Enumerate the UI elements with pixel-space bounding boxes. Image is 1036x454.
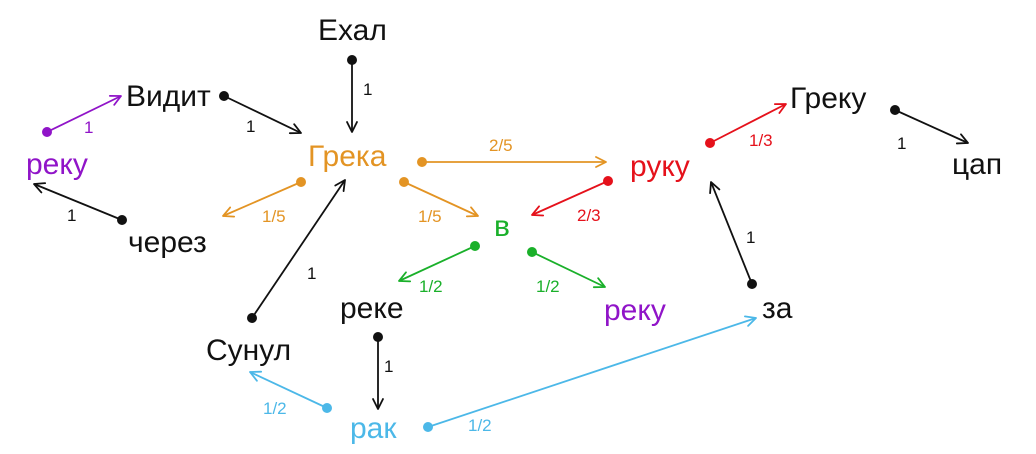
- word-node-greku: Греку: [790, 82, 866, 115]
- edge-za-to-ruku: 1: [709, 181, 757, 289]
- word-node-ruku: руку: [630, 150, 690, 183]
- edge-start-dot: [322, 403, 332, 413]
- edge-weight-label: 1: [363, 80, 372, 99]
- edge-arrow: [46, 94, 122, 133]
- edge-start-dot: [423, 422, 433, 432]
- edge-start-dot: [890, 105, 900, 115]
- word-node-za: за: [762, 292, 793, 325]
- edge-weight-label: 1/5: [418, 207, 442, 226]
- edge-ruku-to-greku: 1/3: [705, 103, 787, 150]
- word-node-reku-purple-left: реку: [26, 148, 88, 181]
- edge-arrow: [427, 315, 757, 428]
- edge-weight-label: 1/3: [749, 131, 773, 150]
- edge-arrow: [894, 109, 969, 145]
- edge-arrow: [222, 181, 302, 218]
- edge-start-dot: [705, 138, 715, 148]
- edge-weight-label: 1/5: [262, 207, 286, 226]
- edge-start-dot: [470, 241, 480, 251]
- edge-v-to-reku_purple_right: 1/2: [527, 247, 606, 296]
- edge-start-dot: [42, 127, 52, 137]
- edge-start-dot: [373, 332, 383, 342]
- edge-weight-label: 1: [384, 357, 393, 376]
- edge-rak-to-za: 1/2: [423, 315, 757, 435]
- edge-start-dot: [219, 91, 229, 101]
- edge-weight-label: 1: [897, 134, 906, 153]
- edge-weight-label: 1/2: [263, 399, 287, 418]
- edge-ruku-to-v: 2/3: [531, 176, 613, 225]
- edge-start-dot: [117, 215, 127, 225]
- edge-greku-to-tsap: 1: [890, 105, 969, 153]
- word-node-reku-purple-right: реку: [604, 294, 666, 327]
- edge-start-dot: [417, 157, 427, 167]
- edge-arrow: [33, 182, 123, 221]
- edge-arrow: [223, 95, 302, 135]
- edge-reku_purple_left-to-vidit: 1: [42, 94, 122, 137]
- edge-greka-to-ruku: 2/5: [417, 136, 607, 168]
- edge-start-dot: [747, 279, 757, 289]
- edge-weight-label: 1: [84, 118, 93, 137]
- edge-weight-label: 1/2: [419, 277, 443, 296]
- word-node-greka: Грека: [308, 140, 387, 173]
- edge-start-dot: [296, 177, 306, 187]
- word-node-ehal: Ехал: [318, 14, 387, 47]
- edge-arrow: [403, 181, 479, 218]
- edge-greka-to-v: 1/5: [399, 177, 479, 226]
- word-node-rak: рак: [350, 412, 397, 445]
- edge-sunul-to-greka: 1: [247, 179, 346, 323]
- edge-weight-label: 2/3: [577, 206, 601, 225]
- word-node-tsap: цап: [952, 148, 1002, 181]
- edge-weight-label: 2/5: [489, 136, 513, 155]
- word-node-sunul: Сунул: [206, 334, 291, 367]
- edge-weight-label: 1/2: [468, 416, 492, 435]
- edge-start-dot: [347, 55, 357, 65]
- edge-ehal-to-greka: 1: [346, 55, 372, 133]
- edge-greka-to-cherez: 1/5: [222, 177, 306, 226]
- edge-weight-label: 1: [246, 117, 255, 136]
- edge-weight-label: 1: [67, 206, 76, 225]
- edge-start-dot: [527, 247, 537, 257]
- edge-arrow: [709, 181, 753, 285]
- edge-start-dot: [247, 313, 257, 323]
- edge-arrow: [531, 251, 606, 289]
- edge-v-to-reke: 1/2: [398, 241, 480, 296]
- edge-rak-to-sunul: 1/2: [249, 370, 332, 418]
- edge-arrow: [709, 103, 787, 144]
- edge-arrow: [531, 180, 609, 217]
- word-node-reke: реке: [340, 292, 404, 325]
- edge-start-dot: [399, 177, 409, 187]
- edge-arrow: [249, 370, 328, 409]
- edge-cherez-to-reku_purple_left: 1: [33, 182, 127, 225]
- edge-reke-to-rak: 1: [372, 332, 393, 410]
- edge-arrow: [251, 179, 346, 319]
- edge-weight-label: 1: [307, 264, 316, 283]
- edges-layer: 1 1 1 1 2/5 1/5 1/5 1 1/3 2/3 1 1/2 1/2 1 1 1/2 1/2: [33, 55, 969, 435]
- edge-start-dot: [603, 176, 613, 186]
- edge-weight-label: 1: [746, 228, 755, 247]
- edge-vidit-to-greka: 1: [219, 91, 302, 136]
- word-node-cherez: через: [128, 226, 207, 259]
- word-node-v: в: [494, 210, 510, 243]
- word-node-vidit: Видит: [126, 80, 211, 113]
- edge-weight-label: 1/2: [536, 277, 560, 296]
- edge-arrow: [398, 245, 476, 283]
